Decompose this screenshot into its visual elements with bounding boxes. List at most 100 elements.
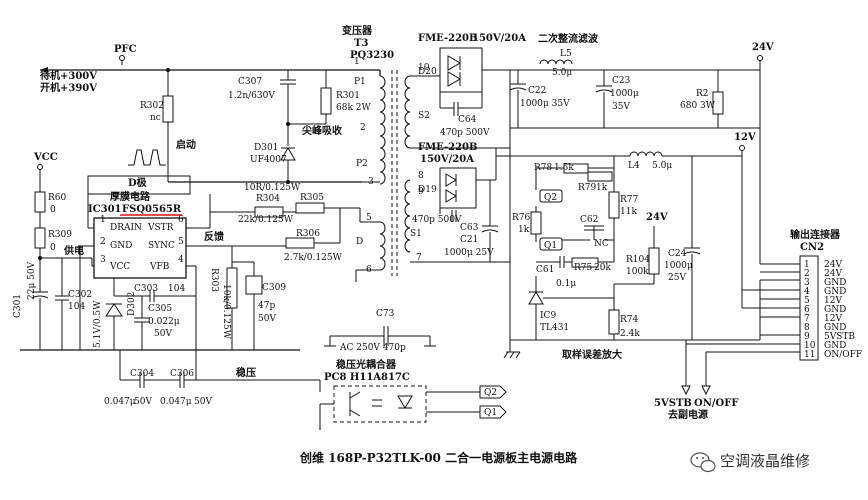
r104-label: R104	[626, 255, 650, 265]
c309-value: 47p	[258, 301, 275, 311]
c303-value: 104	[168, 284, 185, 294]
r301-label: R301	[336, 91, 360, 101]
sample-amp-label: 取样误差放大	[562, 348, 622, 361]
pin-vfb: VFB	[149, 262, 170, 272]
d19-label: D19	[418, 185, 437, 195]
tpin-1: 1	[354, 57, 360, 67]
d301-value: UF4007	[250, 155, 287, 165]
cn2-pin-label: GND	[824, 305, 846, 315]
r75-label: R75	[574, 263, 593, 273]
r309-label: R309	[48, 230, 72, 240]
r75-value: 20k	[594, 263, 611, 273]
c307-label: C307	[238, 77, 262, 87]
cn2-pin-number: 8	[804, 323, 810, 333]
wechat-icon	[690, 452, 716, 473]
cn2-pin-number: 1	[804, 260, 810, 270]
cn2-pin-label: 5VSTB	[824, 332, 855, 342]
v24-label: 24V	[752, 42, 774, 53]
diagram-title: 创维 168P-P32TLK-00 二合一电源板主电源电路	[299, 450, 578, 465]
output-conn-label: 输出连接器	[790, 228, 841, 241]
c64-value: 470p 500V	[440, 128, 490, 138]
s1-label: S1	[410, 229, 422, 239]
qidong-label: 启动	[176, 138, 196, 151]
q1-ref-label: Q1	[484, 408, 497, 418]
c307-value: 1.2n/630V	[228, 91, 275, 101]
sync-resistors: R304 22k/0.125W R305 10R/0.125W R306 2.7…	[186, 183, 360, 263]
pin-sync: SYNC	[148, 241, 175, 251]
cn2-pin-label: GND	[824, 323, 846, 333]
cn2-pin-label: ON/OFF	[824, 350, 862, 360]
pin-3: 3	[100, 255, 106, 265]
transformer-t3: 变压器 T3 PQ3230 1 3 P1 2 P2 5 6 D S2 S1 10…	[342, 24, 430, 282]
c24-value: 1000μ	[664, 261, 693, 271]
cn2-pin-label: 24V	[824, 269, 842, 279]
pin-vcc: VCC	[109, 262, 130, 272]
r2-label: R2	[696, 89, 709, 99]
r60-label: R60	[48, 193, 67, 203]
r74-value: 2.4k	[620, 329, 640, 339]
pin-2: 2	[100, 237, 106, 247]
r104-value: 100k	[626, 267, 649, 277]
c63-value: 470p 500V	[412, 215, 462, 225]
tpin-7: 7	[416, 253, 422, 263]
r77-label: R77	[620, 195, 639, 205]
houmo-label: 厚膜电路	[110, 190, 151, 203]
transformer-label: 变压器	[342, 24, 373, 37]
quxiang-label: 去副电源	[668, 408, 708, 421]
c23-label: C23	[612, 76, 631, 86]
d20-label: D20	[418, 67, 437, 77]
cn2-pin-label: GND	[824, 341, 846, 351]
d301-label: D301	[254, 143, 278, 153]
r79-value: 1k	[596, 183, 608, 193]
c306-label: C306	[170, 369, 194, 379]
pin-drain: DRAIN	[110, 223, 142, 233]
c24-value2: 25V	[668, 273, 686, 283]
r304-label: R304	[256, 194, 280, 204]
fme2-label: FME-220B	[418, 142, 477, 153]
c301-value: 22μ 50V	[27, 261, 37, 300]
c304-label: C304	[130, 369, 154, 379]
p1-label: P1	[354, 77, 366, 87]
r2-value: 680 3W	[680, 101, 716, 111]
cn2-pin-label: 24V	[824, 260, 842, 270]
r79-label: R79	[578, 183, 597, 193]
c23-value2: 35V	[612, 102, 630, 112]
secondary-24v: FME-220B 150V/20A D20 C64 470p 500V 二次整流…	[410, 32, 800, 273]
c305-label: C305	[148, 304, 172, 314]
c24-label: C24	[668, 249, 687, 259]
cn2-pin-number: 2	[804, 269, 810, 279]
5vstb-label: 5VSTB	[654, 398, 692, 409]
r306-value: 2.7k/0.125W	[284, 253, 343, 263]
on-voltage-label: 开机+390V	[40, 81, 97, 94]
cn2-pin-number: 7	[804, 314, 810, 324]
sampling-amplifier: R78 1.5k R79 1k R77 11k Q2 R76 1k Q1 C62…	[503, 156, 800, 361]
v24b-label: 24V	[646, 212, 668, 223]
c22-value: 1000μ 35V	[520, 99, 570, 109]
r303-value: 10k/0.125W	[221, 284, 231, 340]
ic301-section: D极 厚膜电路 IC301 FSQ0565R DRAIN VSTR GND SY…	[79, 175, 232, 380]
pq-label: PQ3230	[350, 50, 394, 61]
ic301-label: IC301	[88, 204, 122, 215]
ic9-label: IC9	[540, 311, 556, 321]
c23-value: 1000μ	[610, 89, 639, 99]
cn2-pin-number: 4	[804, 287, 810, 297]
d-pole-label: D极	[128, 176, 148, 189]
tpin-5: 5	[366, 213, 372, 223]
v12-label: 12V	[734, 132, 756, 143]
pin-1: 1	[100, 215, 106, 225]
r74-label: R74	[620, 315, 639, 325]
pin-5: 5	[178, 237, 184, 247]
c301-label: C301	[13, 294, 23, 318]
tpin-10: 10	[418, 63, 430, 73]
standby-voltage-label: 待机+300V	[40, 69, 97, 82]
tpin-9: 9	[418, 187, 424, 197]
d302-label: D302	[127, 292, 137, 316]
tpin-3: 3	[368, 177, 374, 187]
fsq-label: FSQ0565R	[122, 204, 182, 215]
cn2-pin-number: 9	[804, 332, 810, 342]
r301-value: 68k 2W	[336, 103, 371, 113]
l4-value: 5.0μ	[652, 161, 672, 171]
vcc-label: VCC	[33, 152, 58, 163]
r305-label: R305	[300, 193, 324, 203]
